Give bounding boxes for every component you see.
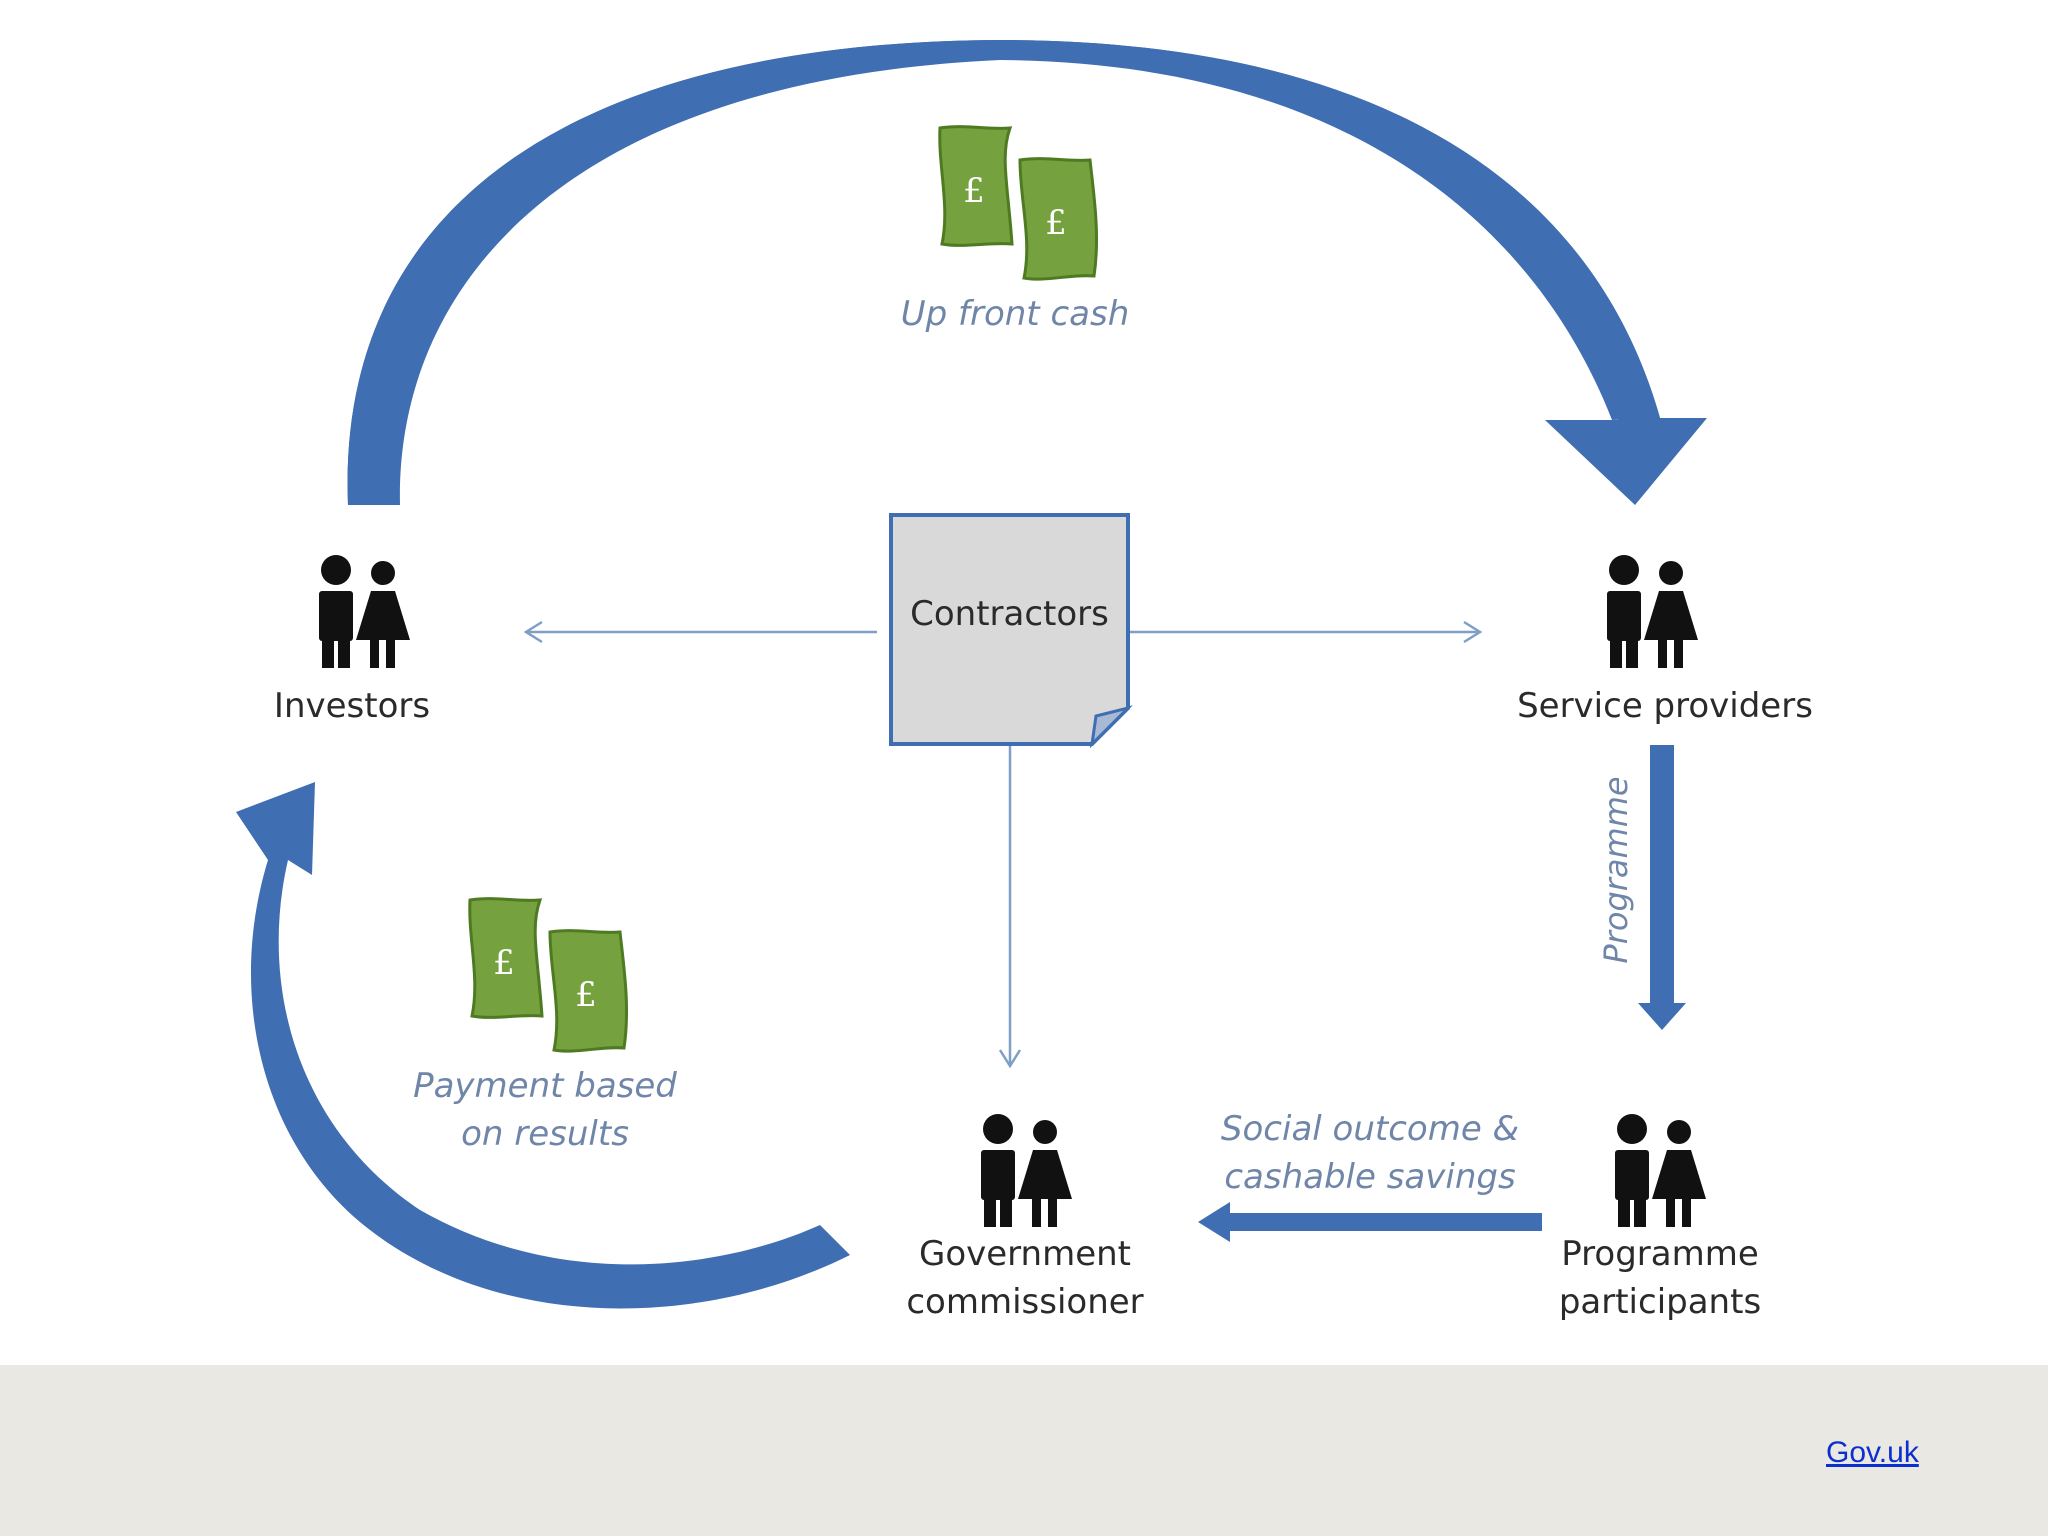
arrow-upfront-cash-body — [347, 40, 1660, 505]
label-participants-line1: Programme — [1561, 1234, 1759, 1274]
label-government-commissioner: Government commissioner — [860, 1230, 1190, 1326]
label-payment-based-on-results: Payment based on results — [385, 1062, 705, 1158]
pound-banknote-icon: £ — [468, 897, 544, 1019]
pound-banknote-icon: £ — [938, 125, 1014, 247]
source-link[interactable]: Gov.uk — [1826, 1436, 1919, 1469]
label-programme-participants: Programme participants — [1500, 1230, 1820, 1326]
people-icon — [319, 555, 410, 668]
contract-arrow-government-head — [998, 1049, 1022, 1069]
label-payment-line1: Payment based — [413, 1066, 677, 1106]
arrow-payment-based-on-results — [236, 782, 850, 1309]
people-icon — [981, 1114, 1072, 1227]
arrow-programme-head — [1638, 1003, 1686, 1030]
label-social-outcome: Social outcome & cashable savings — [1190, 1105, 1550, 1201]
label-social-line1: Social outcome & — [1220, 1109, 1520, 1149]
footer-band — [0, 1365, 2048, 1536]
people-icon — [1615, 1114, 1706, 1227]
label-social-line2: cashable savings — [1224, 1157, 1516, 1197]
people-icon — [1607, 555, 1698, 668]
arrow-programme-shaft — [1650, 745, 1674, 1013]
diagram-canvas: £ £ £ £ Programme — [236, 40, 1707, 1309]
svg-text:£: £ — [1045, 203, 1067, 243]
svg-text:£: £ — [963, 171, 985, 211]
label-investors: Investors — [273, 686, 431, 726]
arrow-social-outcome-shaft — [1228, 1213, 1542, 1231]
label-upfront-cash: Up front cash — [900, 294, 1130, 334]
pound-banknote-icon: £ — [1018, 157, 1099, 281]
document-icon — [889, 513, 1133, 749]
label-participants-line2: participants — [1558, 1282, 1762, 1322]
label-payment-line2: on results — [461, 1114, 629, 1154]
contract-arrow-service-providers-head — [1463, 620, 1483, 644]
svg-text:£: £ — [493, 943, 515, 983]
label-contractors: Contractors — [910, 594, 1109, 634]
label-programme: Programme — [1597, 776, 1635, 963]
contract-arrow-investors-head — [523, 620, 543, 644]
diagram: £ £ £ £ Programme Contractors Investors … — [236, 40, 1820, 1326]
svg-text:£: £ — [575, 975, 597, 1015]
label-service-providers: Service providers — [1517, 686, 1813, 726]
label-government-line1: Government — [918, 1234, 1132, 1274]
pound-banknote-icon: £ — [548, 929, 629, 1053]
arrow-social-outcome-head — [1198, 1202, 1230, 1242]
label-government-line2: commissioner — [906, 1282, 1144, 1322]
